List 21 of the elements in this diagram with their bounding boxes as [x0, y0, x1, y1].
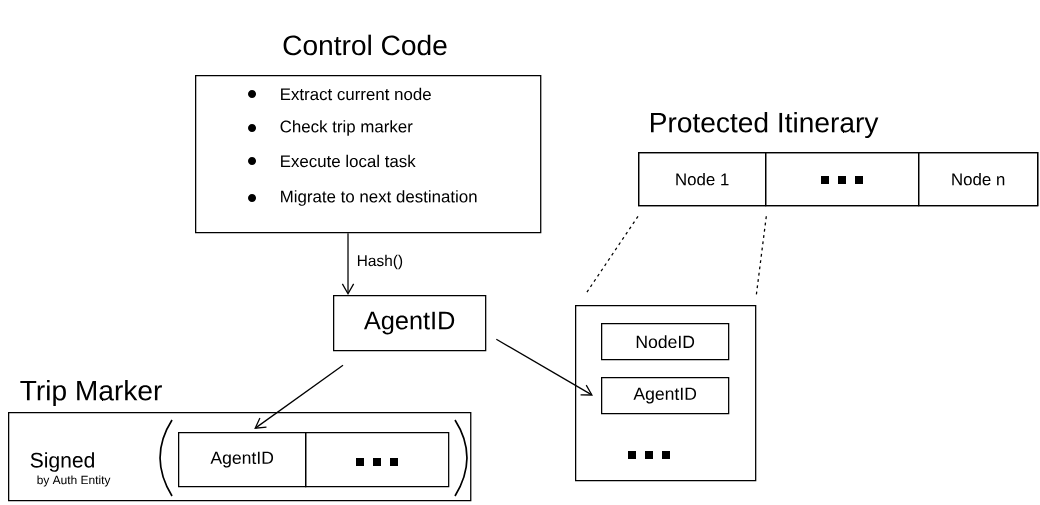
text: by Auth Entity [37, 475, 111, 487]
leader-line [755, 215, 767, 296]
list-item: Migrate to next destination [281, 190, 477, 206]
heading: Trip Marker [20, 379, 162, 407]
arrow [254, 364, 344, 429]
field-box: AgentID [601, 377, 730, 415]
text: Signed [30, 452, 94, 472]
list-item: Check trip marker [280, 120, 413, 136]
id-box: AgentID [333, 295, 487, 352]
heading: Control Code [283, 34, 447, 56]
list-item: Execute local task [281, 154, 416, 168]
arrow [341, 232, 355, 295]
field-box: NodeID [601, 323, 730, 361]
arrow [495, 338, 593, 396]
table-cell: AgentID [178, 432, 307, 488]
heading: Protected Itinerary [651, 111, 879, 139]
edge-label: Hash() [355, 253, 405, 271]
list-item: Extract current node [281, 87, 431, 101]
table-cell: Node 1 [638, 152, 767, 207]
table-cell: Node n [918, 152, 1039, 207]
leader-line [584, 215, 639, 296]
